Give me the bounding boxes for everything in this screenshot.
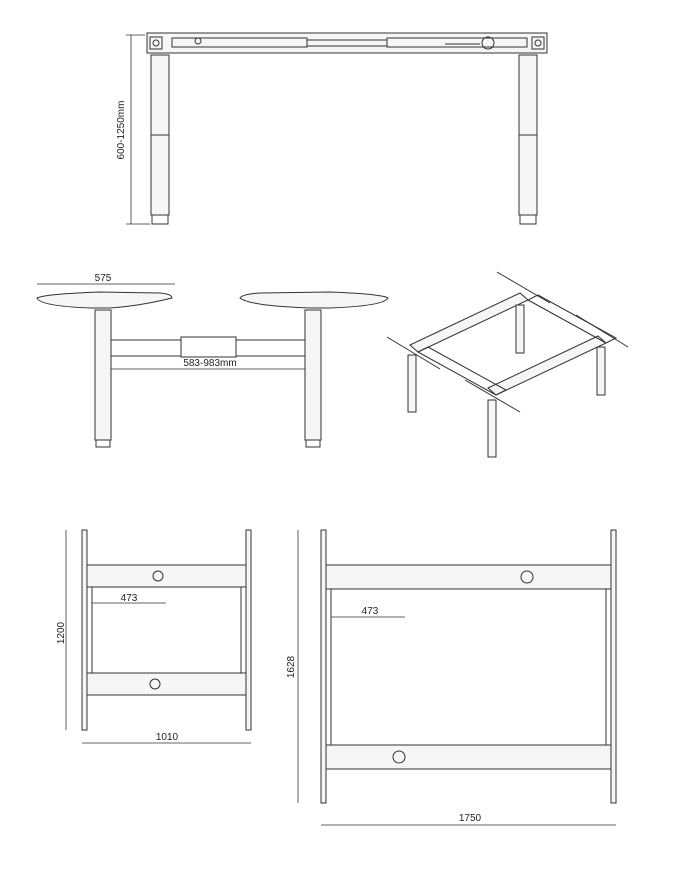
front-right-foot: [519, 214, 537, 225]
top-width-label: 575: [95, 273, 112, 284]
front-left-foot: [151, 214, 169, 225]
front-left-bolt-icon: [152, 39, 160, 47]
plan-double-left-rail: [320, 529, 327, 804]
height-range-label: 600-1250mm: [116, 101, 127, 160]
iso-leg-2: [515, 304, 525, 354]
iso-leg-3: [487, 399, 497, 458]
plan-double-bottom-frame: [325, 744, 612, 770]
plan-single-left-beam: [86, 586, 93, 674]
iso-leg-4: [596, 346, 606, 396]
plan-double-right-beam: [605, 588, 612, 746]
side-beam-right: [235, 339, 306, 357]
iso-front-right-arm: [464, 379, 521, 413]
beam-range-label: 583-983mm: [183, 358, 236, 369]
side-beam-center: [180, 336, 237, 358]
front-view: 600-1250mm: [116, 32, 548, 225]
front-right-bracket: [531, 36, 545, 50]
plan-double-top-frame: [325, 564, 612, 590]
plan-single-top-frame: [86, 564, 247, 588]
plan-single-motor-bottom-icon: [149, 678, 161, 690]
plan-double-left-beam: [325, 588, 332, 746]
single-inner-label: 473: [121, 593, 138, 604]
front-top-frame: [146, 32, 548, 54]
side-right-leg: [304, 309, 322, 441]
single-width-label: 1010: [156, 732, 179, 743]
iso-left-rail: [416, 346, 508, 396]
plan-single-right-rail: [245, 529, 252, 731]
side-beam-left: [110, 339, 182, 357]
plan-single-left-rail: [81, 529, 88, 731]
plan-double-motor-bottom-icon: [392, 750, 406, 764]
plan-single-right-beam: [240, 586, 247, 674]
plan-view-double: 473 1628 1750: [286, 529, 617, 826]
side-left-top: [36, 291, 173, 309]
plan-single-bottom-frame: [86, 672, 247, 696]
front-right-beam: [386, 37, 528, 48]
double-width-label: 1750: [459, 813, 482, 824]
iso-front-left-arm: [386, 336, 441, 370]
side-left-leg: [94, 309, 112, 441]
side-right-foot: [305, 439, 321, 448]
iso-right-rail: [526, 294, 618, 344]
iso-front-frame: [487, 335, 607, 396]
plan-single-motor-top-icon: [152, 570, 164, 582]
side-right-top: [239, 291, 389, 309]
front-hole-icon: [194, 37, 202, 45]
plan-double-right-rail: [610, 529, 617, 804]
iso-leg-1: [407, 354, 417, 413]
plan-double-motor-top-icon: [520, 570, 534, 584]
double-depth-label: 1628: [286, 655, 297, 678]
isometric-view: [386, 271, 629, 458]
iso-rear-frame: [409, 292, 529, 353]
front-motor-icon: [481, 36, 495, 50]
front-right-bolt-icon: [534, 39, 542, 47]
plan-view-single: 473 1200 1010: [56, 529, 252, 744]
single-depth-label: 1200: [56, 621, 67, 644]
iso-back-left-arm: [496, 271, 551, 304]
front-left-bracket: [149, 36, 163, 50]
double-inner-label: 473: [362, 606, 379, 617]
side-left-foot: [95, 439, 111, 448]
side-view: 575 583-983mm: [36, 273, 389, 448]
